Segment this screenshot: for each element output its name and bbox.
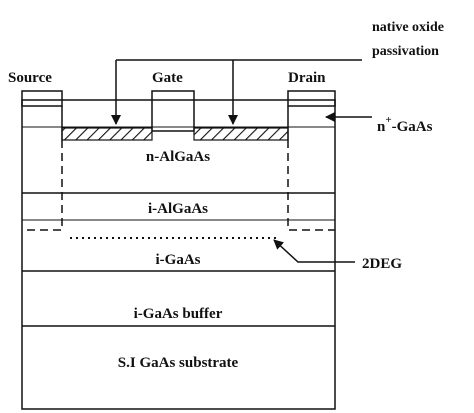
layer-label-i-gaas-buffer: i-GaAs buffer (134, 306, 223, 322)
layer-label-substrate: S.I GaAs substrate (118, 355, 239, 371)
passivation-label-line2: passivation (372, 44, 439, 59)
layer-label-n-algaas: n-AlGaAs (146, 149, 210, 165)
cap-label-prefix: n (377, 119, 386, 135)
layer-label-i-gaas: i-GaAs (156, 252, 201, 268)
passivation-oxide-right (193, 127, 289, 141)
device-outline (21, 99, 336, 410)
source-label: Source (8, 70, 52, 86)
source-dashed-region (22, 140, 63, 231)
passivation-label-line1: native oxide (372, 20, 444, 35)
gate-contact (151, 90, 195, 132)
source-contact (21, 90, 63, 107)
cap-label-suffix: -GaAs (392, 119, 433, 135)
cap-label-superscript: + (385, 114, 391, 126)
layer-label-i-algaas: i-AlGaAs (148, 201, 208, 217)
2deg-callout-line (273, 239, 355, 263)
2deg-label: 2DEG (362, 256, 402, 272)
drain-dashed-region (287, 140, 335, 231)
cap-layer-label: n+-GaAs (377, 114, 433, 135)
passivation-oxide-left (61, 127, 153, 141)
gate-label: Gate (152, 70, 183, 86)
drain-contact (287, 90, 336, 107)
drain-label: Drain (288, 70, 326, 86)
